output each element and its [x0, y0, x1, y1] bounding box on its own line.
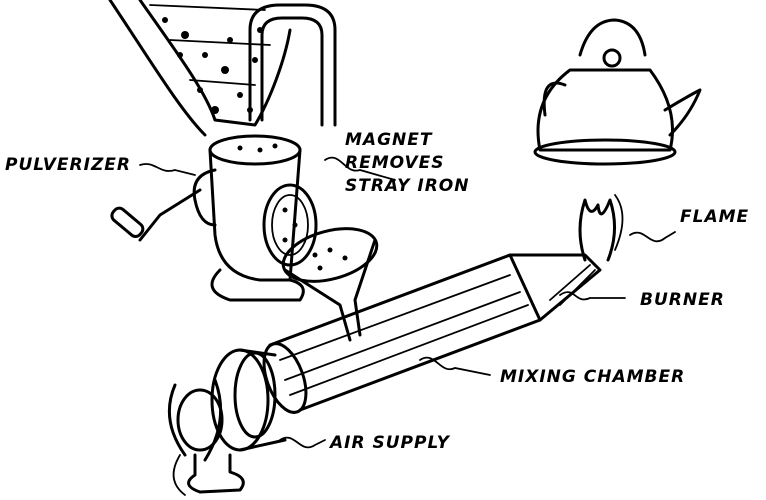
pulverizer-leader: [139, 163, 196, 176]
mixing-chamber-tube: [262, 253, 626, 414]
flame: [578, 194, 676, 262]
label-burner: BURNER: [640, 290, 725, 310]
kettle: [533, 18, 702, 166]
label-magnet-line3: STRAY IRON: [345, 176, 469, 196]
funnel: [281, 227, 379, 342]
label-magnet-line1: MAGNET: [345, 130, 433, 150]
magnet: [248, 3, 396, 181]
label-air-supply: AIR SUPPLY: [328, 433, 451, 453]
pulverizer-grinder: [110, 134, 318, 302]
air-supply-fan: [167, 348, 326, 496]
label-flame: FLAME: [680, 207, 749, 227]
label-mixing-chamber: MIXING CHAMBER: [500, 367, 685, 387]
label-magnet-line2: REMOVES: [345, 153, 444, 173]
coal-chute: [108, 0, 292, 137]
label-pulverizer: PULVERIZER: [5, 155, 131, 175]
